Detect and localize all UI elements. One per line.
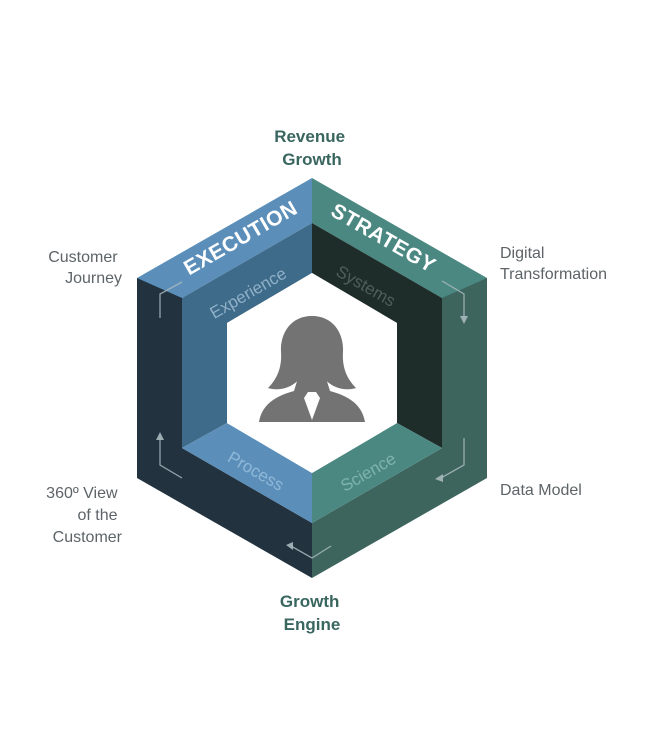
process-facet <box>182 423 312 523</box>
execution-face <box>137 178 312 298</box>
view-360-label: 360º View of the Customer <box>46 485 122 546</box>
right-side-face <box>442 278 487 478</box>
flow-arrows <box>159 280 465 559</box>
left-side-face <box>137 278 182 478</box>
digital-transformation-label: Digital Transformation <box>500 245 607 283</box>
person-silhouette-icon <box>259 316 365 422</box>
arrow-head-icon <box>286 542 293 550</box>
revenue-growth-label: Revenue Growth <box>274 127 350 169</box>
customer-journey-label: Customer Journey <box>48 249 122 287</box>
arrow-top-right <box>441 280 465 318</box>
arrow-head-icon <box>156 432 164 440</box>
strategy-face <box>312 178 487 298</box>
arrow-bottom <box>290 545 332 559</box>
bottom-right-face <box>312 448 487 578</box>
arrow-head-icon <box>460 316 468 324</box>
science-facet <box>312 423 442 523</box>
growth-engine-label: Growth Engine <box>280 592 344 634</box>
arrow-right <box>440 438 465 479</box>
arrow-left-bottom <box>159 438 183 479</box>
bottom-left-face <box>137 448 312 578</box>
systems-facet <box>312 223 442 448</box>
experience-facet <box>182 223 312 448</box>
arrow-heads <box>156 316 468 550</box>
arrow-head-icon <box>435 474 443 482</box>
arrow-left-top <box>159 281 183 318</box>
data-model-label: Data Model <box>500 482 582 499</box>
